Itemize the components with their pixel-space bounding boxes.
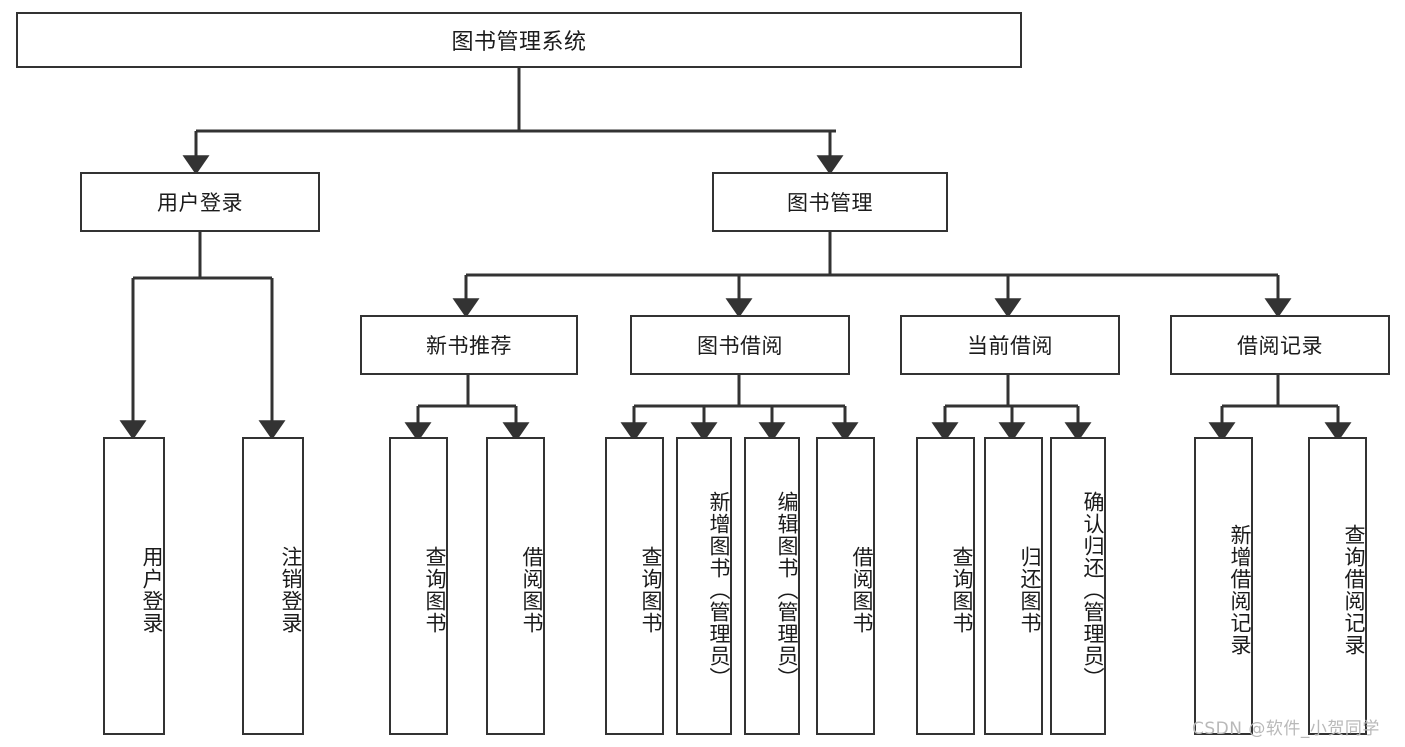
node-label: 借阅图书	[850, 546, 874, 634]
node-book-management-system[interactable]: 图书管理系统	[16, 12, 1022, 68]
leaf-add-borrow-record[interactable]: 新增借阅记录	[1194, 437, 1253, 735]
leaf-query-borrow-record[interactable]: 查询借阅记录	[1308, 437, 1367, 735]
node-book-borrow[interactable]: 图书借阅	[630, 315, 850, 375]
node-current-borrow[interactable]: 当前借阅	[900, 315, 1120, 375]
node-label: 用户登录	[140, 546, 164, 634]
leaf-borrow-book-recommend[interactable]: 借阅图书	[486, 437, 545, 735]
node-label: 图书借阅	[697, 334, 783, 358]
leaf-user-login[interactable]: 用户登录	[103, 437, 165, 735]
leaf-edit-book[interactable]: 编辑图书（管理员）	[744, 437, 800, 735]
leaf-confirm-return[interactable]: 确认归还（管理员）	[1050, 437, 1106, 735]
leaf-query-book-recommend[interactable]: 查询图书	[389, 437, 448, 735]
leaf-query-book-borrow[interactable]: 查询图书	[605, 437, 664, 735]
node-label: 查询图书	[639, 546, 663, 634]
node-book-management[interactable]: 图书管理	[712, 172, 948, 232]
node-label: 查询图书	[423, 546, 447, 634]
node-label: 归还图书	[1018, 546, 1042, 634]
node-label: 图书管理	[787, 191, 873, 215]
leaf-query-book-current[interactable]: 查询图书	[916, 437, 975, 735]
node-label: 图书管理系统	[451, 30, 587, 55]
node-label: 新增图书（管理员）	[707, 491, 731, 689]
node-borrow-record[interactable]: 借阅记录	[1170, 315, 1390, 375]
leaf-borrow-book[interactable]: 借阅图书	[816, 437, 875, 735]
node-label: 新增借阅记录	[1228, 524, 1252, 656]
node-label: 借阅记录	[1237, 334, 1323, 358]
node-label: 查询借阅记录	[1342, 524, 1366, 656]
node-user-login[interactable]: 用户登录	[80, 172, 320, 232]
node-label: 用户登录	[157, 191, 243, 215]
csdn-watermark: CSDN @软件_小贺同学	[1192, 719, 1380, 739]
leaf-return-book[interactable]: 归还图书	[984, 437, 1043, 735]
leaf-add-book[interactable]: 新增图书（管理员）	[676, 437, 732, 735]
node-label: 编辑图书（管理员）	[775, 491, 799, 689]
leaf-logout-login[interactable]: 注销登录	[242, 437, 304, 735]
node-label: 查询图书	[950, 546, 974, 634]
node-label: 注销登录	[279, 546, 303, 634]
node-label: 当前借阅	[967, 334, 1053, 358]
node-label: 新书推荐	[426, 334, 512, 358]
node-label: 确认归还（管理员）	[1081, 491, 1105, 689]
node-label: 借阅图书	[520, 546, 544, 634]
node-new-book-recommend[interactable]: 新书推荐	[360, 315, 578, 375]
